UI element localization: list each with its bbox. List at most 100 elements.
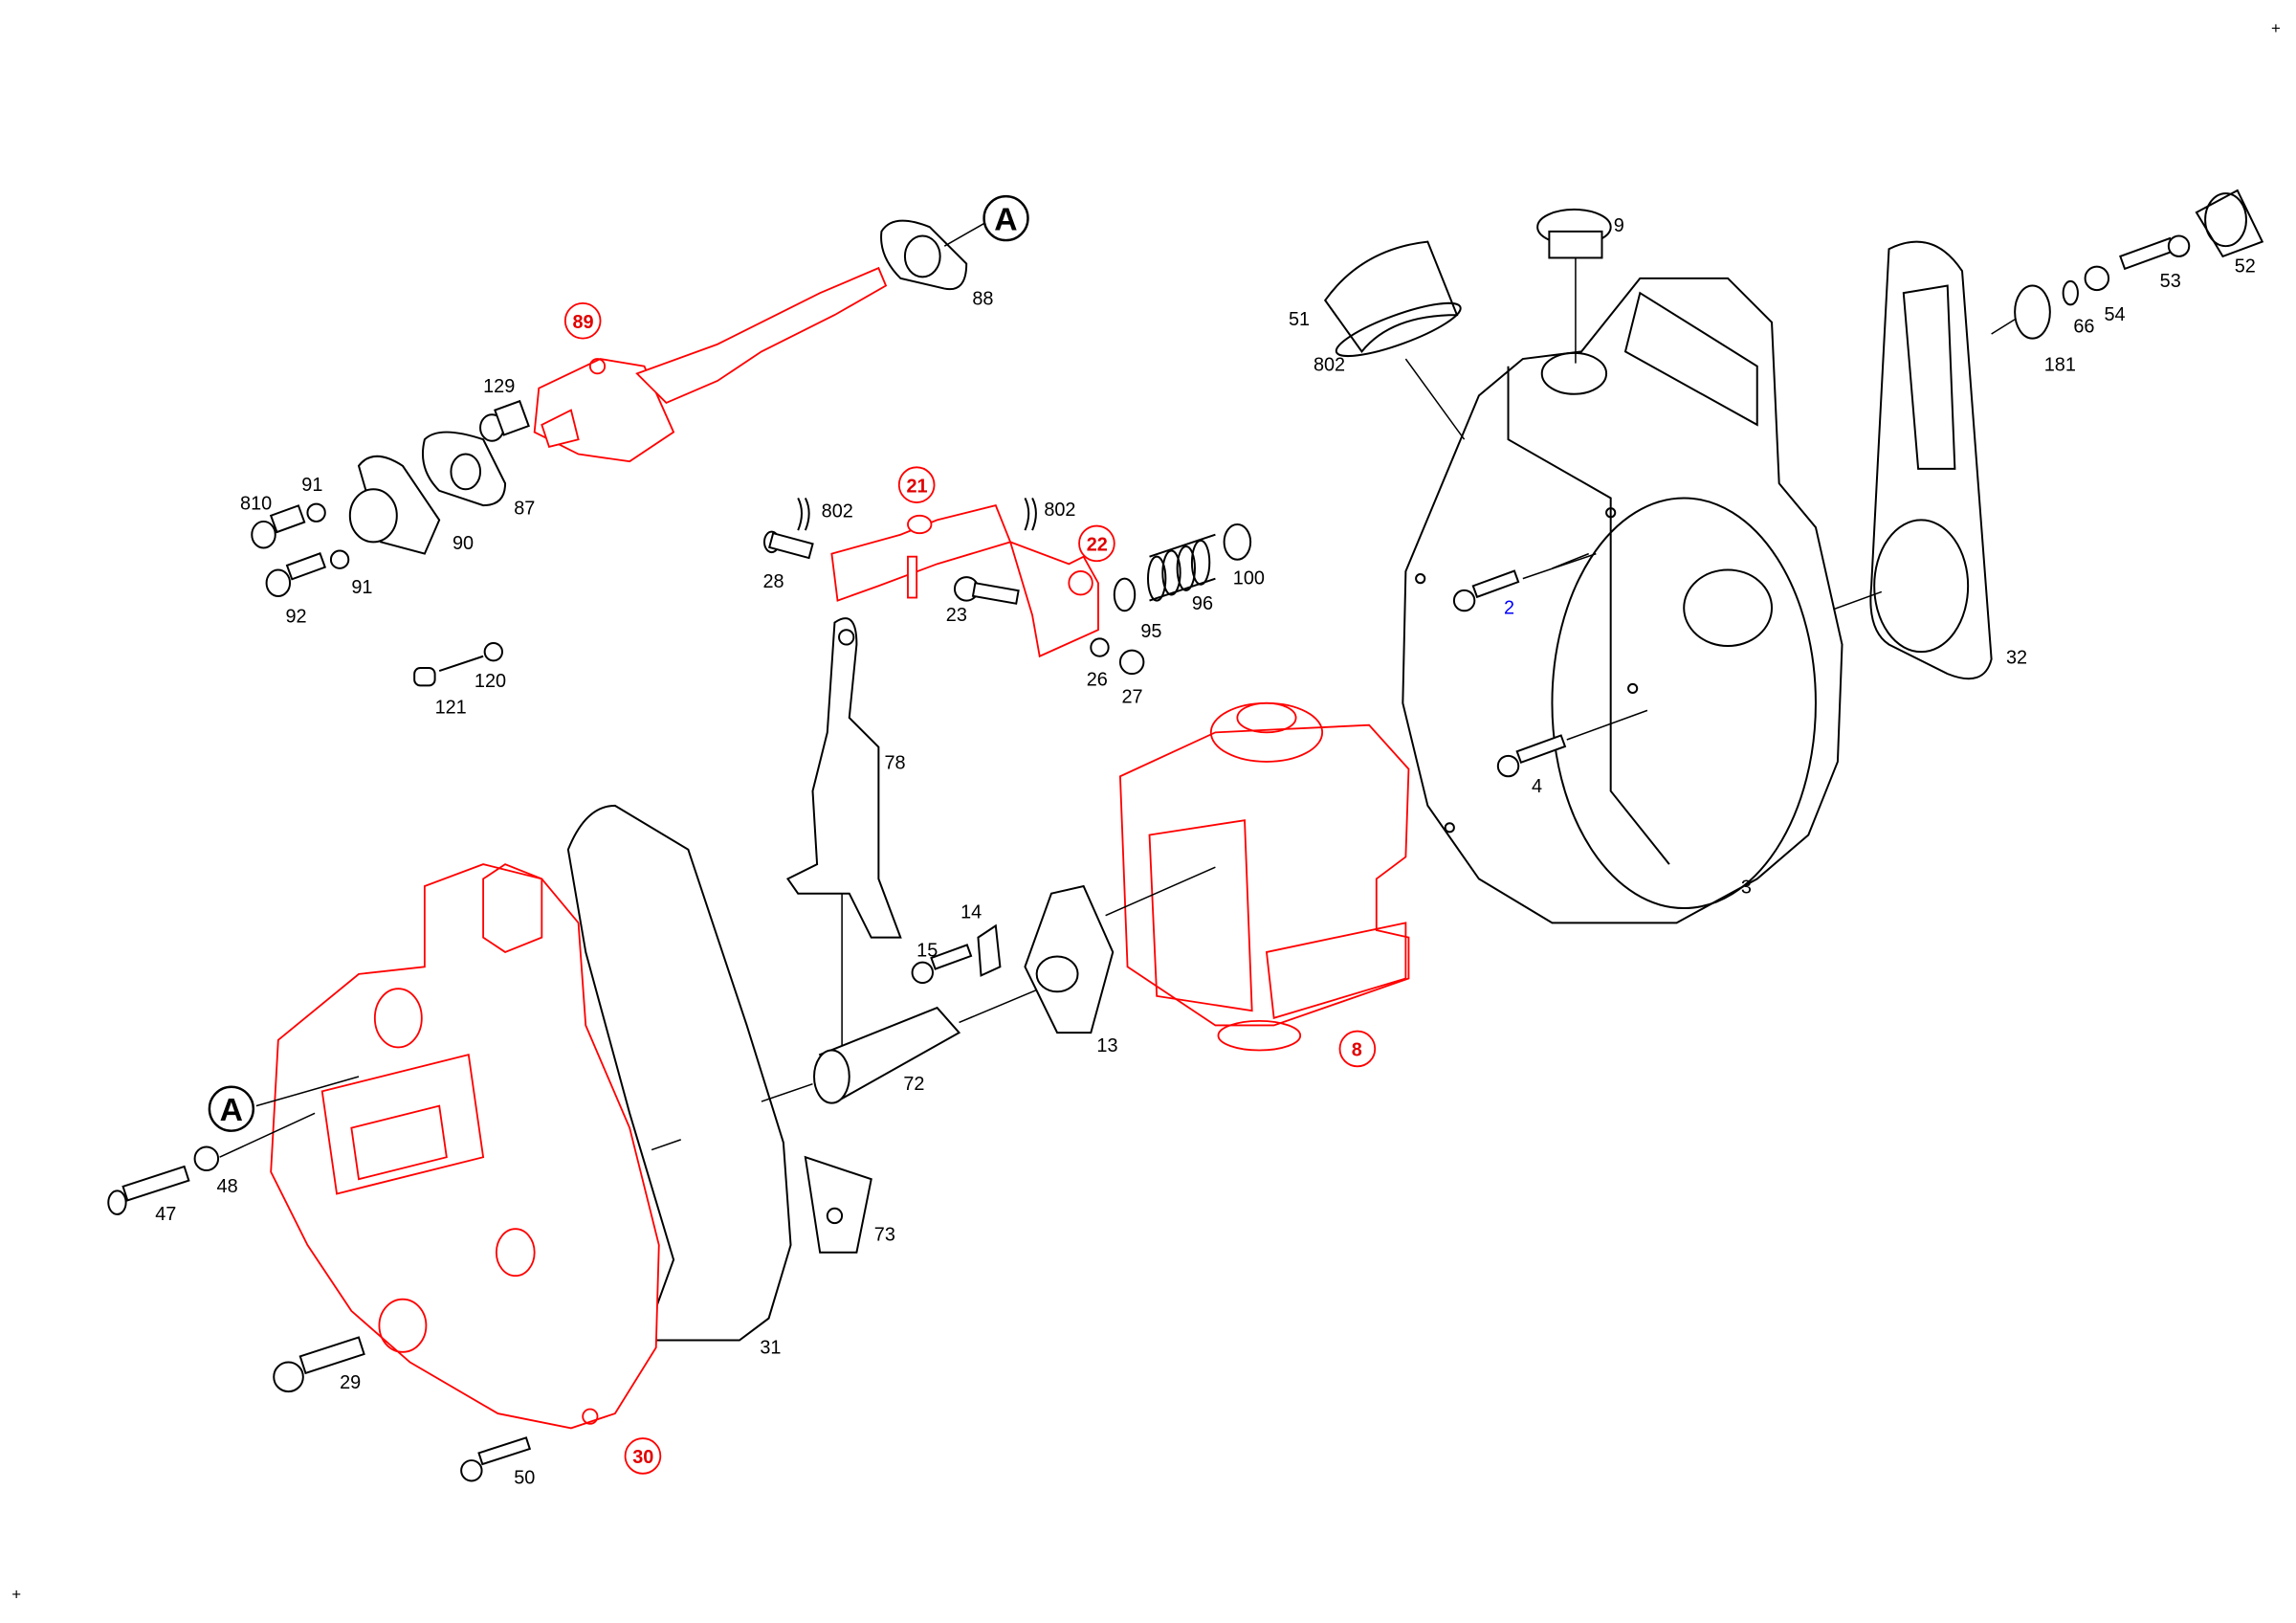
part-21-lever-assembly[interactable] — [830, 504, 1012, 602]
part-label-100[interactable]: 100 — [1233, 568, 1265, 589]
part-92-screw[interactable] — [265, 552, 327, 597]
corner-mark: + — [11, 1585, 21, 1603]
part-29-bolt[interactable] — [273, 1336, 365, 1393]
part-87-gasket[interactable] — [421, 431, 507, 507]
part-label-4[interactable]: 4 — [1532, 776, 1542, 797]
part-26-washer[interactable] — [1090, 637, 1110, 657]
part-802-clip[interactable] — [797, 498, 810, 531]
part-label-47[interactable]: 47 — [155, 1204, 176, 1225]
reference-marker-label: A — [994, 202, 1017, 237]
part-label-91[interactable]: 91 — [301, 475, 322, 496]
part-88-gasket[interactable] — [880, 219, 986, 291]
callout-22[interactable]: 22 — [1078, 524, 1115, 563]
part-802-clip[interactable] — [1024, 498, 1037, 531]
part-label-32[interactable]: 32 — [2006, 647, 2027, 668]
part-label-13[interactable]: 13 — [1096, 1035, 1117, 1056]
part-label-27[interactable]: 27 — [1121, 687, 1142, 708]
part-95-washer[interactable] — [1113, 577, 1137, 612]
callout-label: 30 — [632, 1447, 653, 1468]
part-label-121[interactable]: 121 — [435, 697, 467, 718]
part-96-spring[interactable] — [1147, 533, 1216, 602]
part-label-14[interactable]: 14 — [960, 902, 982, 923]
part-810-screw[interactable] — [251, 504, 306, 549]
part-label-51[interactable]: 51 — [1289, 309, 1310, 330]
part-label-48[interactable]: 48 — [217, 1176, 238, 1197]
part-22-lever[interactable] — [1008, 540, 1099, 658]
part-52-cap[interactable] — [2195, 189, 2264, 258]
part-label-181[interactable]: 181 — [2044, 354, 2076, 375]
part-label-802[interactable]: 802 — [822, 500, 853, 522]
reference-marker-label: A — [220, 1093, 243, 1128]
part-label-90[interactable]: 90 — [453, 533, 474, 554]
part-13-plate[interactable] — [1024, 884, 1115, 1034]
part-89-control-rod[interactable] — [533, 266, 888, 463]
part-label-53[interactable]: 53 — [2160, 271, 2181, 292]
callout-30[interactable]: 30 — [624, 1437, 662, 1475]
part-label-810[interactable]: 810 — [240, 494, 272, 515]
callout-label: 22 — [1087, 535, 1108, 556]
part-label-72[interactable]: 72 — [903, 1074, 924, 1095]
part-14-tab[interactable] — [977, 923, 1002, 977]
part-label-31[interactable]: 31 — [760, 1337, 781, 1358]
part-label-129[interactable]: 129 — [483, 376, 515, 397]
part-23-bolt[interactable] — [953, 576, 1020, 605]
part-181-ring[interactable] — [1991, 284, 2051, 340]
callout-21[interactable]: 21 — [897, 466, 936, 503]
part-72-shaft[interactable] — [761, 988, 1041, 1104]
part-9-plug[interactable] — [1536, 208, 1612, 364]
part-28-pin[interactable] — [762, 530, 814, 560]
part-label-92[interactable]: 92 — [285, 607, 306, 628]
part-label-87[interactable]: 87 — [514, 498, 535, 519]
part-label-66[interactable]: 66 — [2073, 316, 2094, 337]
part-label-54[interactable]: 54 — [2104, 304, 2125, 325]
part-label-29[interactable]: 29 — [340, 1372, 361, 1393]
part-label-23[interactable]: 23 — [946, 605, 967, 626]
reference-marker-a: A — [208, 1085, 255, 1132]
part-label-73[interactable]: 73 — [874, 1224, 895, 1245]
part-label-28[interactable]: 28 — [762, 571, 784, 592]
part-48-nut[interactable] — [193, 1145, 220, 1171]
part-label-9[interactable]: 9 — [1614, 215, 1624, 236]
callout-8[interactable]: 8 — [1338, 1030, 1377, 1068]
part-50-screw[interactable] — [460, 1436, 532, 1482]
part-120-cotter-pin[interactable] — [438, 641, 503, 673]
part-54-nut[interactable] — [2084, 265, 2110, 292]
callout-89[interactable]: 89 — [563, 301, 602, 340]
part-4-screw[interactable] — [1496, 709, 1648, 778]
part-27-nut[interactable] — [1118, 649, 1145, 676]
part-90-solenoid[interactable] — [348, 455, 441, 555]
part-label-802[interactable]: 802 — [1314, 354, 1345, 375]
part-label-78[interactable]: 78 — [884, 753, 905, 774]
part-label-88[interactable]: 88 — [972, 288, 993, 309]
part-label-91[interactable]: 91 — [351, 577, 372, 598]
part-label-15[interactable]: 15 — [916, 941, 938, 962]
part-label-50[interactable]: 50 — [514, 1468, 535, 1489]
part-label-120[interactable]: 120 — [475, 671, 506, 692]
part-51-threaded-sleeve[interactable] — [1323, 240, 1466, 440]
part-2-screw[interactable] — [1452, 552, 1597, 612]
part-label-52[interactable]: 52 — [2235, 256, 2256, 278]
part-129-nut[interactable] — [479, 399, 530, 442]
part-32-gasket[interactable] — [1869, 240, 1993, 680]
part-121-pin[interactable] — [413, 667, 436, 687]
part-100-ring[interactable] — [1223, 523, 1252, 561]
corner-mark: + — [2271, 19, 2281, 37]
part-73-bracket[interactable] — [804, 1155, 872, 1254]
part-label-95[interactable]: 95 — [1140, 621, 1161, 642]
part-91-washer[interactable] — [329, 549, 350, 569]
part-label-3[interactable]: 3 — [1741, 878, 1752, 899]
part-label-2[interactable]: 2 — [1504, 597, 1514, 618]
callout-label: 8 — [1352, 1040, 1362, 1061]
part-15-bolt[interactable] — [911, 944, 973, 985]
part-53-bolt[interactable] — [2119, 234, 2191, 271]
part-91-washer[interactable] — [306, 502, 326, 522]
callout-label: 89 — [572, 312, 593, 333]
part-47-bolt[interactable] — [107, 1165, 190, 1215]
part-label-26[interactable]: 26 — [1087, 669, 1108, 690]
part-label-802[interactable]: 802 — [1044, 500, 1075, 521]
part-8-cam-block[interactable] — [1105, 701, 1410, 1052]
part-78-lever[interactable] — [785, 617, 902, 1056]
part-66-washer[interactable] — [2062, 279, 2079, 306]
part-30-governor-housing[interactable] — [270, 863, 681, 1430]
part-label-96[interactable]: 96 — [1192, 593, 1213, 614]
